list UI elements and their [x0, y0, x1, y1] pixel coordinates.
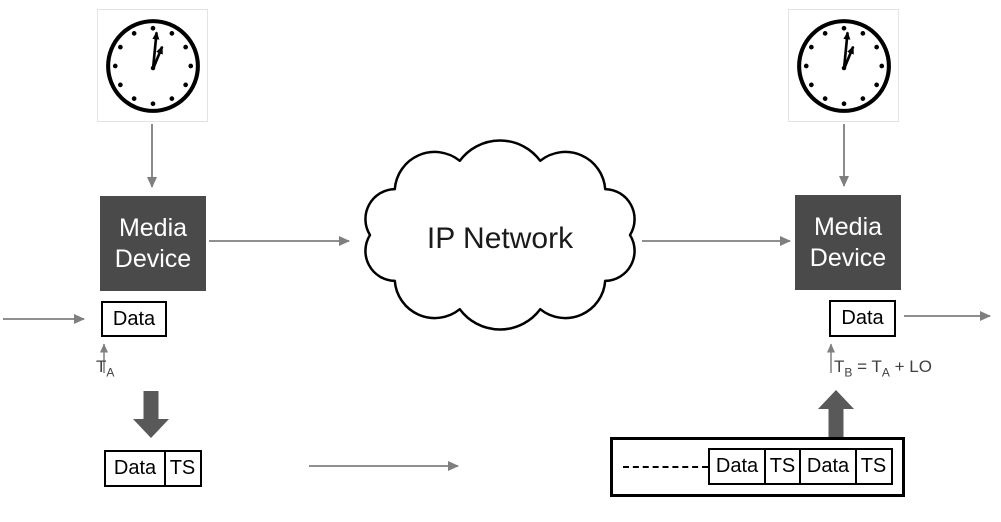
timestamp-subscript: A: [106, 365, 115, 380]
timestamp-label-left: TA: [96, 357, 114, 379]
block-arrow-down-icon: [133, 391, 169, 438]
network-cloud-label: IP Network: [426, 222, 574, 255]
media-device-left: Media Device: [100, 196, 206, 291]
timestamp-label-right: TB = TA + LO: [834, 357, 932, 379]
timestamp-base: T: [834, 357, 845, 376]
packet-data-box: Data: [799, 448, 857, 485]
timestamp-subscript: B: [844, 365, 853, 380]
clock-icon: [97, 9, 208, 122]
media-device-right: Media Device: [795, 195, 901, 290]
device-label-line2: Device: [809, 243, 887, 272]
timestamp-base: T: [96, 357, 107, 376]
device-label-line1: Media: [813, 213, 883, 241]
stream-continuation-dashes: [623, 466, 708, 468]
timestamped-packet-left: Data TS: [104, 450, 202, 487]
data-box-right: Data: [829, 300, 896, 337]
block-arrow-up-icon: [818, 390, 854, 437]
clock-hands: [842, 30, 854, 70]
clock-face: [796, 18, 891, 113]
packet-stream-segments: Data TS Data TS: [708, 448, 893, 485]
packet-ts-box: TS: [854, 448, 893, 485]
timestamp-offset: + LO: [889, 357, 932, 376]
clock-icon: [788, 9, 899, 122]
clock-face: [105, 18, 200, 113]
packet-stream-box: Data TS Data TS: [610, 437, 905, 497]
packet-data-box: Data: [104, 450, 166, 487]
timestamp-subscript: A: [881, 365, 890, 380]
clock-hands: [151, 30, 163, 70]
device-label-line1: Media: [118, 214, 188, 242]
device-label-line2: Device: [114, 244, 192, 273]
packet-ts-box: TS: [763, 448, 802, 485]
clock-ticks: [803, 25, 884, 106]
packet-ts-box: TS: [163, 450, 202, 487]
timestamp-equation: = T: [852, 357, 882, 376]
network-cloud-icon: [364, 139, 636, 331]
packet-data-box: Data: [708, 448, 766, 485]
data-box-left: Data: [101, 301, 167, 337]
clock-ticks: [112, 25, 193, 106]
